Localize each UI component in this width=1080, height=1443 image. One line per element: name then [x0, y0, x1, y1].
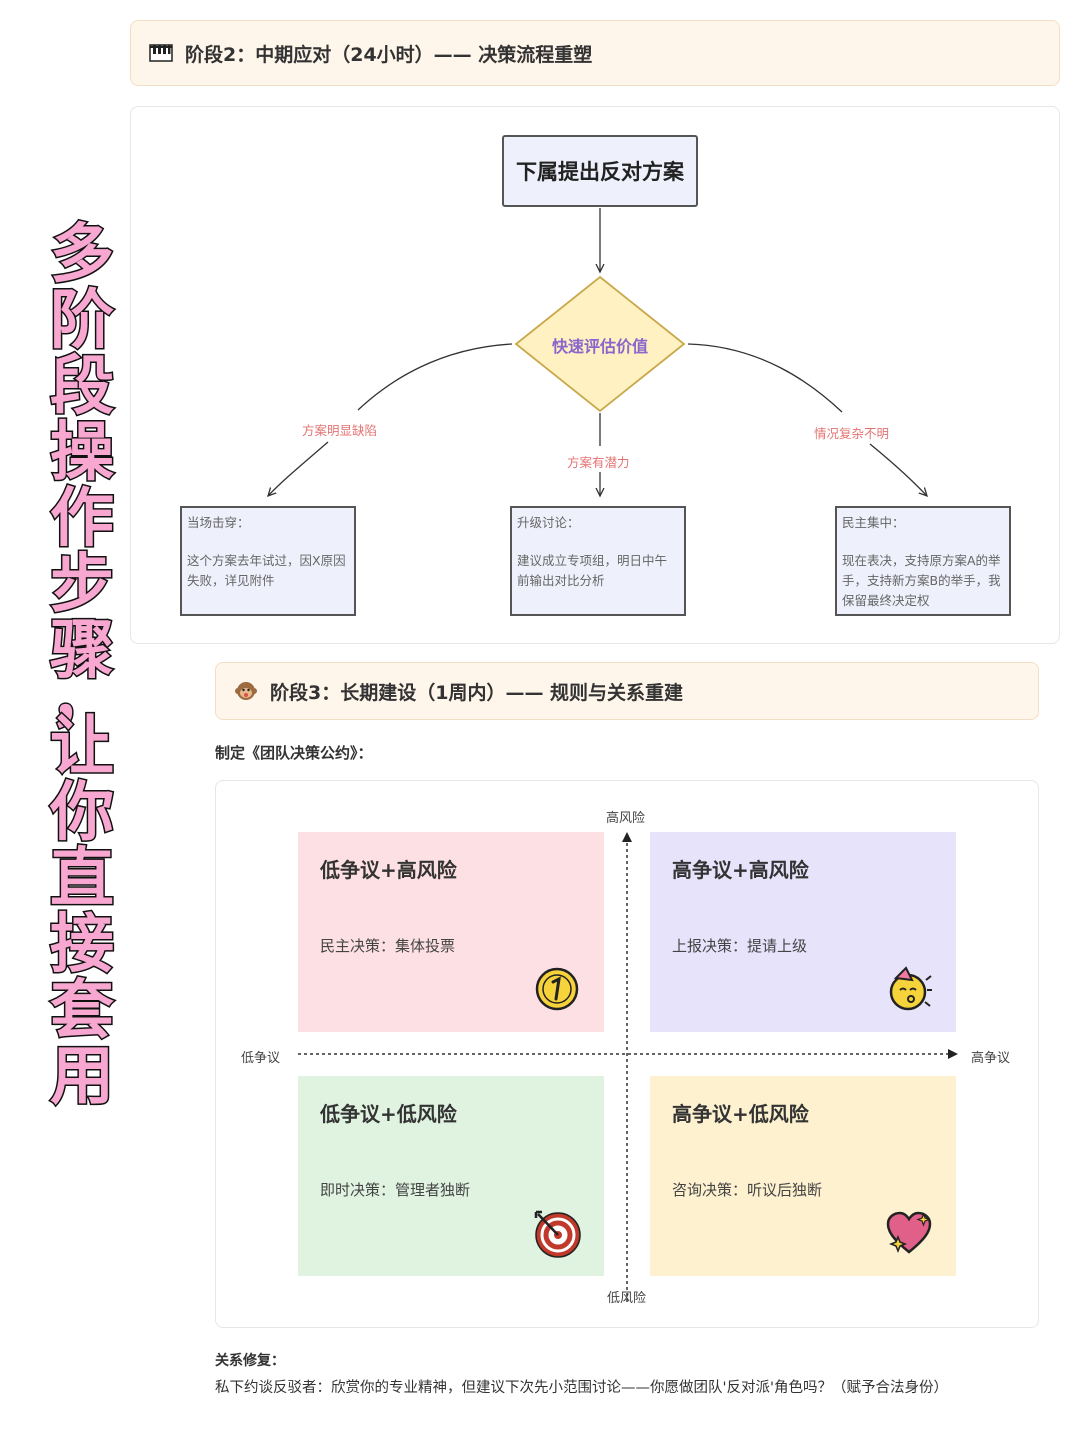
quadrant-desc: 民主决策：集体投票 — [320, 937, 456, 955]
vertical-title-char: 用 — [49, 1040, 116, 1114]
quadrant-desc: 上报决策：提请上级 — [672, 937, 808, 955]
number-one-coin-icon — [532, 964, 582, 1014]
axis-label-bottom: 低风险 — [607, 1291, 647, 1306]
relationship-text: 私下约谈反驳者：欣赏你的专业精神，但建议下次先小范围讨论——你愿做团队'反对派'… — [215, 1380, 948, 1396]
leaf-title: 升级讨论： — [517, 515, 580, 530]
piano-icon — [149, 41, 173, 65]
quadrant-low-dispute-low-risk: 低争议+低风险 即时决策：管理者独断 — [298, 1076, 604, 1276]
quadrant-high-dispute-high-risk: 高争议+高风险 上报决策：提请上级 — [650, 832, 956, 1032]
edge-right-lower — [869, 443, 927, 496]
leaf-title: 民主集中： — [842, 515, 905, 530]
party-face-icon — [884, 964, 934, 1014]
vertical-title-char: 让 — [49, 710, 116, 784]
vertical-title-char: 套 — [49, 974, 116, 1048]
vertical-title-char: 接 — [49, 908, 116, 982]
vertical-axis-arrow — [622, 832, 632, 842]
matrix-axes — [298, 832, 958, 1302]
vertical-title-char: 骤 — [49, 614, 116, 688]
axis-label-top: 高风险 — [606, 811, 646, 826]
edge-label-middle: 方案有潜力 — [567, 455, 630, 470]
leaf-title: 当场击穿： — [187, 515, 250, 530]
quadrant-title: 低争议+高风险 — [320, 858, 457, 882]
quadrant-high-dispute-low-risk: 高争议+低风险 咨询决策：听议后独断 — [650, 1076, 956, 1276]
axis-label-right: 高争议 — [971, 1051, 1011, 1066]
flow-leaf-refute: 当场击穿： 这个方案去年试过，因X原因失败，详见附件 — [180, 506, 356, 616]
target-icon — [532, 1208, 582, 1258]
vertical-title-char: 直 — [49, 842, 116, 916]
quadrant-title: 高争议+高风险 — [672, 858, 809, 882]
monkey-icon — [234, 679, 258, 703]
flow-node-proposal: 下属提出反对方案 — [502, 135, 698, 207]
stage3-title: 阶段3：长期建设（1周内）—— 规则与关系重建 — [270, 681, 684, 704]
vertical-title-char: 多 — [49, 218, 116, 292]
edge-label-left: 方案明显缺陷 — [302, 423, 378, 438]
relationship-title: 关系修复： — [215, 1353, 285, 1369]
vertical-title-char: 段 — [49, 350, 116, 424]
decision-label: 快速评估价值 — [551, 337, 648, 356]
edge-left-lower — [268, 441, 329, 496]
flowchart-connectors — [0, 208, 1080, 700]
axis-label-left: 低争议 — [241, 1051, 281, 1066]
quadrant-title: 高争议+低风险 — [672, 1102, 809, 1126]
flow-leaf-escalate: 升级讨论： 建议成立专项组，明日中午前输出对比分析 — [510, 506, 686, 616]
quadrant-low-dispute-high-risk: 低争议+高风险 民主决策：集体投票 — [298, 832, 604, 1032]
leaf-body: 建议成立专项组，明日中午前输出对比分析 — [517, 553, 668, 588]
leaf-body: 这个方案去年试过，因X原因失败，详见附件 — [187, 553, 346, 588]
quadrant-desc: 咨询决策：听议后独断 — [672, 1181, 823, 1199]
vertical-title-char: 你 — [49, 776, 116, 850]
stage2-title: 阶段2：中期应对（24小时）—— 决策流程重塑 — [185, 43, 593, 66]
vertical-title-char: 操 — [49, 416, 116, 490]
leaf-body: 现在表决，支持原方案A的举手，支持新方案B的举手，我保留最终决定权 — [842, 553, 1001, 608]
edge-label-right: 情况复杂不明 — [814, 426, 890, 441]
vertical-title: 多 阶 段 操 作 步 骤 ， 让 你 直 接 套 用 — [40, 218, 124, 1114]
quadrant-desc: 即时决策：管理者独断 — [320, 1181, 471, 1199]
decision-diamond — [514, 275, 686, 413]
stage3-banner: 阶段3：长期建设（1周内）—— 规则与关系重建 — [215, 662, 1039, 720]
vertical-title-char: 阶 — [49, 284, 116, 358]
flow-leaf-democratic: 民主集中： 现在表决，支持原方案A的举手，支持新方案B的举手，我保留最终决定权 — [835, 506, 1011, 616]
edge-left-upper — [357, 343, 513, 411]
convention-caption: 制定《团队决策公约》： — [215, 744, 373, 762]
stage2-banner: 阶段2：中期应对（24小时）—— 决策流程重塑 — [130, 20, 1060, 86]
vertical-title-char: 作 — [49, 482, 116, 556]
vertical-title-char: 步 — [49, 548, 116, 622]
horizontal-axis-arrow — [948, 1049, 958, 1059]
sparkling-heart-icon — [884, 1208, 934, 1258]
quadrant-title: 低争议+低风险 — [320, 1102, 457, 1126]
edge-right-upper — [687, 343, 843, 413]
